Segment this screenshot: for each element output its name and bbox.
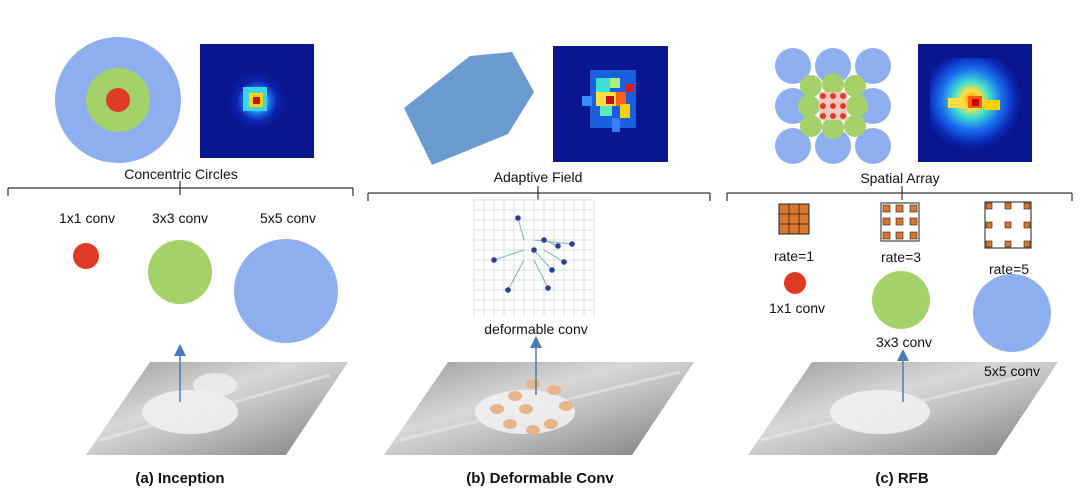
adaptive-field-shape xyxy=(404,52,534,165)
separator-b xyxy=(367,186,711,201)
spatial-array xyxy=(775,48,891,164)
panel-c-header: Spatial Array xyxy=(860,170,940,186)
panel-b-conv-label: deformable conv xyxy=(484,321,588,337)
panel-a-caption: (a) Inception xyxy=(135,470,225,487)
conv-1x1-circle xyxy=(73,243,99,269)
input-image-a xyxy=(86,362,348,455)
panel-b-caption: (b) Deformable Conv xyxy=(466,470,614,487)
kernel-rate-5 xyxy=(984,201,1032,249)
rate-1-label: rate=1 xyxy=(773,248,815,264)
red-center xyxy=(106,88,130,112)
panel-c-caption: (c) RFB xyxy=(875,470,929,487)
deformable-grid xyxy=(473,199,595,316)
panel-c-conv-5x5-label: 5x5 conv xyxy=(983,363,1041,379)
conv-5x5-circle xyxy=(234,239,338,343)
panel-c-conv-1x1-label: 1x1 conv xyxy=(768,300,826,316)
input-image-c xyxy=(748,362,1058,455)
separator-c xyxy=(726,186,1073,201)
panel-a-receptive-field xyxy=(55,37,181,163)
rate-3-label: rate=3 xyxy=(880,249,922,265)
kernel-rate-3 xyxy=(880,202,920,242)
panel-c-conv-3x3-label: 3x3 conv xyxy=(875,334,933,350)
panel-a-header: Concentric Circles xyxy=(124,166,238,182)
panel-a-conv-3x3-label: 3x3 conv xyxy=(151,210,209,226)
panel-a-conv-5x5-label: 5x5 conv xyxy=(259,210,317,226)
conv-3x3-circle xyxy=(148,240,212,304)
panel-b-heatmap xyxy=(553,46,668,162)
panel-a-heatmap xyxy=(200,44,314,158)
rfb-conv-5x5-circle xyxy=(973,274,1051,352)
rfb-conv-1x1-circle xyxy=(784,272,806,294)
separator-a xyxy=(7,181,354,196)
panel-a-conv-1x1-label: 1x1 conv xyxy=(58,210,116,226)
panel-b-header: Adaptive Field xyxy=(493,169,583,185)
input-image-b xyxy=(384,362,694,455)
kernel-rate-1 xyxy=(778,203,810,235)
rfb-conv-3x3-circle xyxy=(872,271,930,329)
rate-5-label: rate=5 xyxy=(988,261,1030,277)
panel-c-heatmap xyxy=(918,44,1032,162)
